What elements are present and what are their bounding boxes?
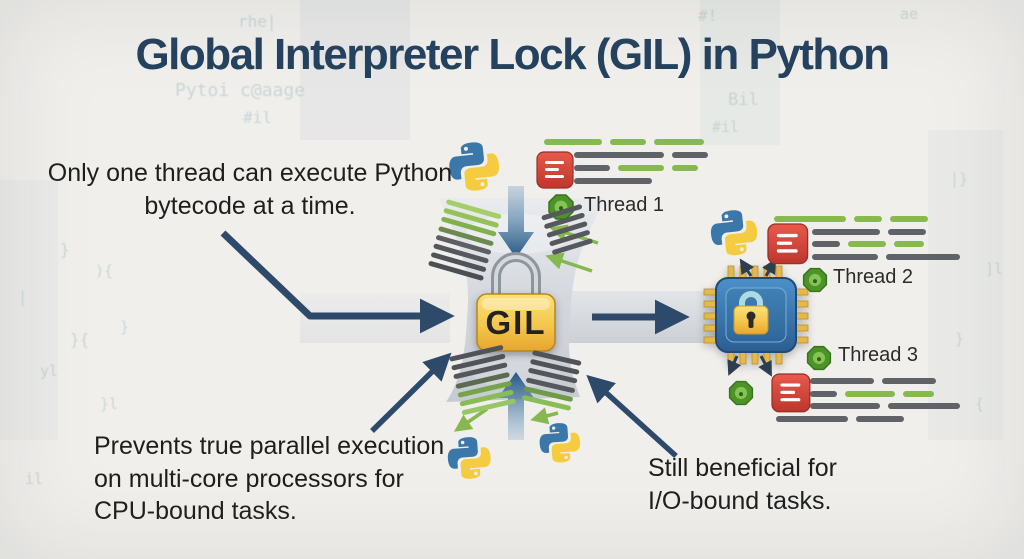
code-row: [574, 178, 652, 184]
code-list-icon: [536, 151, 574, 189]
text-line: I/O-bound tasks.: [648, 486, 832, 515]
note-prevents-parallel: Prevents true parallel execution on multi…: [94, 430, 474, 528]
code-row: [810, 390, 934, 397]
code-list-icon: [767, 223, 809, 265]
code-bar: [776, 415, 848, 422]
code-row: [774, 216, 928, 222]
note-one-thread: Only one thread can execute Python byteco…: [38, 157, 462, 222]
code-row: [776, 415, 904, 422]
page-title: Global Interpreter Lock (GIL) in Python: [135, 30, 890, 79]
arrow-from-bottom-left-note: [370, 352, 452, 433]
thread-label: Thread 3: [838, 344, 919, 366]
code-list-icon: [771, 373, 811, 413]
code-bar: [845, 390, 895, 397]
gil-lock-label: GIL: [485, 303, 547, 341]
thread-label: Thread 1: [584, 194, 665, 216]
code-row: [812, 241, 924, 247]
code-row: [812, 228, 926, 235]
gil-lock-icon: [476, 252, 556, 352]
thread-gear-icon: [802, 267, 828, 293]
code-bar: [810, 390, 837, 397]
code-bar: [544, 139, 602, 145]
text-line: Still beneficial for: [648, 454, 837, 482]
code-bar: [774, 216, 846, 222]
code-bar: [888, 228, 926, 235]
code-bar: [618, 165, 664, 171]
code-bar: [894, 241, 924, 247]
code-bar: [574, 178, 652, 184]
code-bar: [812, 228, 880, 235]
code-bar: [672, 152, 708, 158]
code-bar: [882, 378, 936, 384]
code-bar: [812, 241, 840, 247]
code-row: [574, 165, 698, 171]
code-bar: [574, 152, 664, 158]
text-line: Only one thread can execute Python: [47, 159, 453, 187]
text-line: Prevents true parallel execution: [94, 432, 445, 460]
chip-lock-icon: [733, 291, 769, 335]
chip-link-arrows: [727, 258, 777, 377]
thread-gear-icon: [728, 380, 754, 406]
code-row: [574, 152, 708, 158]
code-bar: [856, 415, 904, 422]
code-bar: [888, 403, 960, 409]
arrow-from-top-note: [220, 230, 455, 334]
code-bar: [654, 139, 704, 145]
python-logo-icon: [708, 208, 760, 258]
code-row: [810, 403, 960, 409]
code-bar: [848, 241, 886, 247]
code-bar: [903, 390, 934, 397]
python-logo-icon: [538, 421, 582, 464]
thread-gear-icon: [806, 345, 832, 371]
text-line: bytecode at a time.: [144, 191, 356, 220]
code-bar: [574, 165, 610, 171]
code-row: [812, 253, 960, 260]
code-row: [544, 139, 704, 145]
code-bar: [890, 216, 928, 222]
code-bar: [886, 253, 960, 260]
code-bar: [810, 378, 874, 384]
code-row: [810, 378, 936, 384]
arrow-from-bottom-right-note: [586, 374, 678, 459]
down-arrow-icon: [498, 186, 534, 258]
code-bar: [610, 139, 646, 145]
code-bar: [812, 253, 878, 260]
code-bar: [810, 403, 880, 409]
text-line: on multi-core processors for: [94, 464, 404, 493]
code-bar: [672, 165, 698, 171]
thread-label: Thread 2: [833, 266, 914, 288]
text-line: CPU-bound tasks.: [94, 497, 297, 525]
cpu-chip-icon: [703, 265, 809, 365]
code-bar: [854, 216, 882, 222]
